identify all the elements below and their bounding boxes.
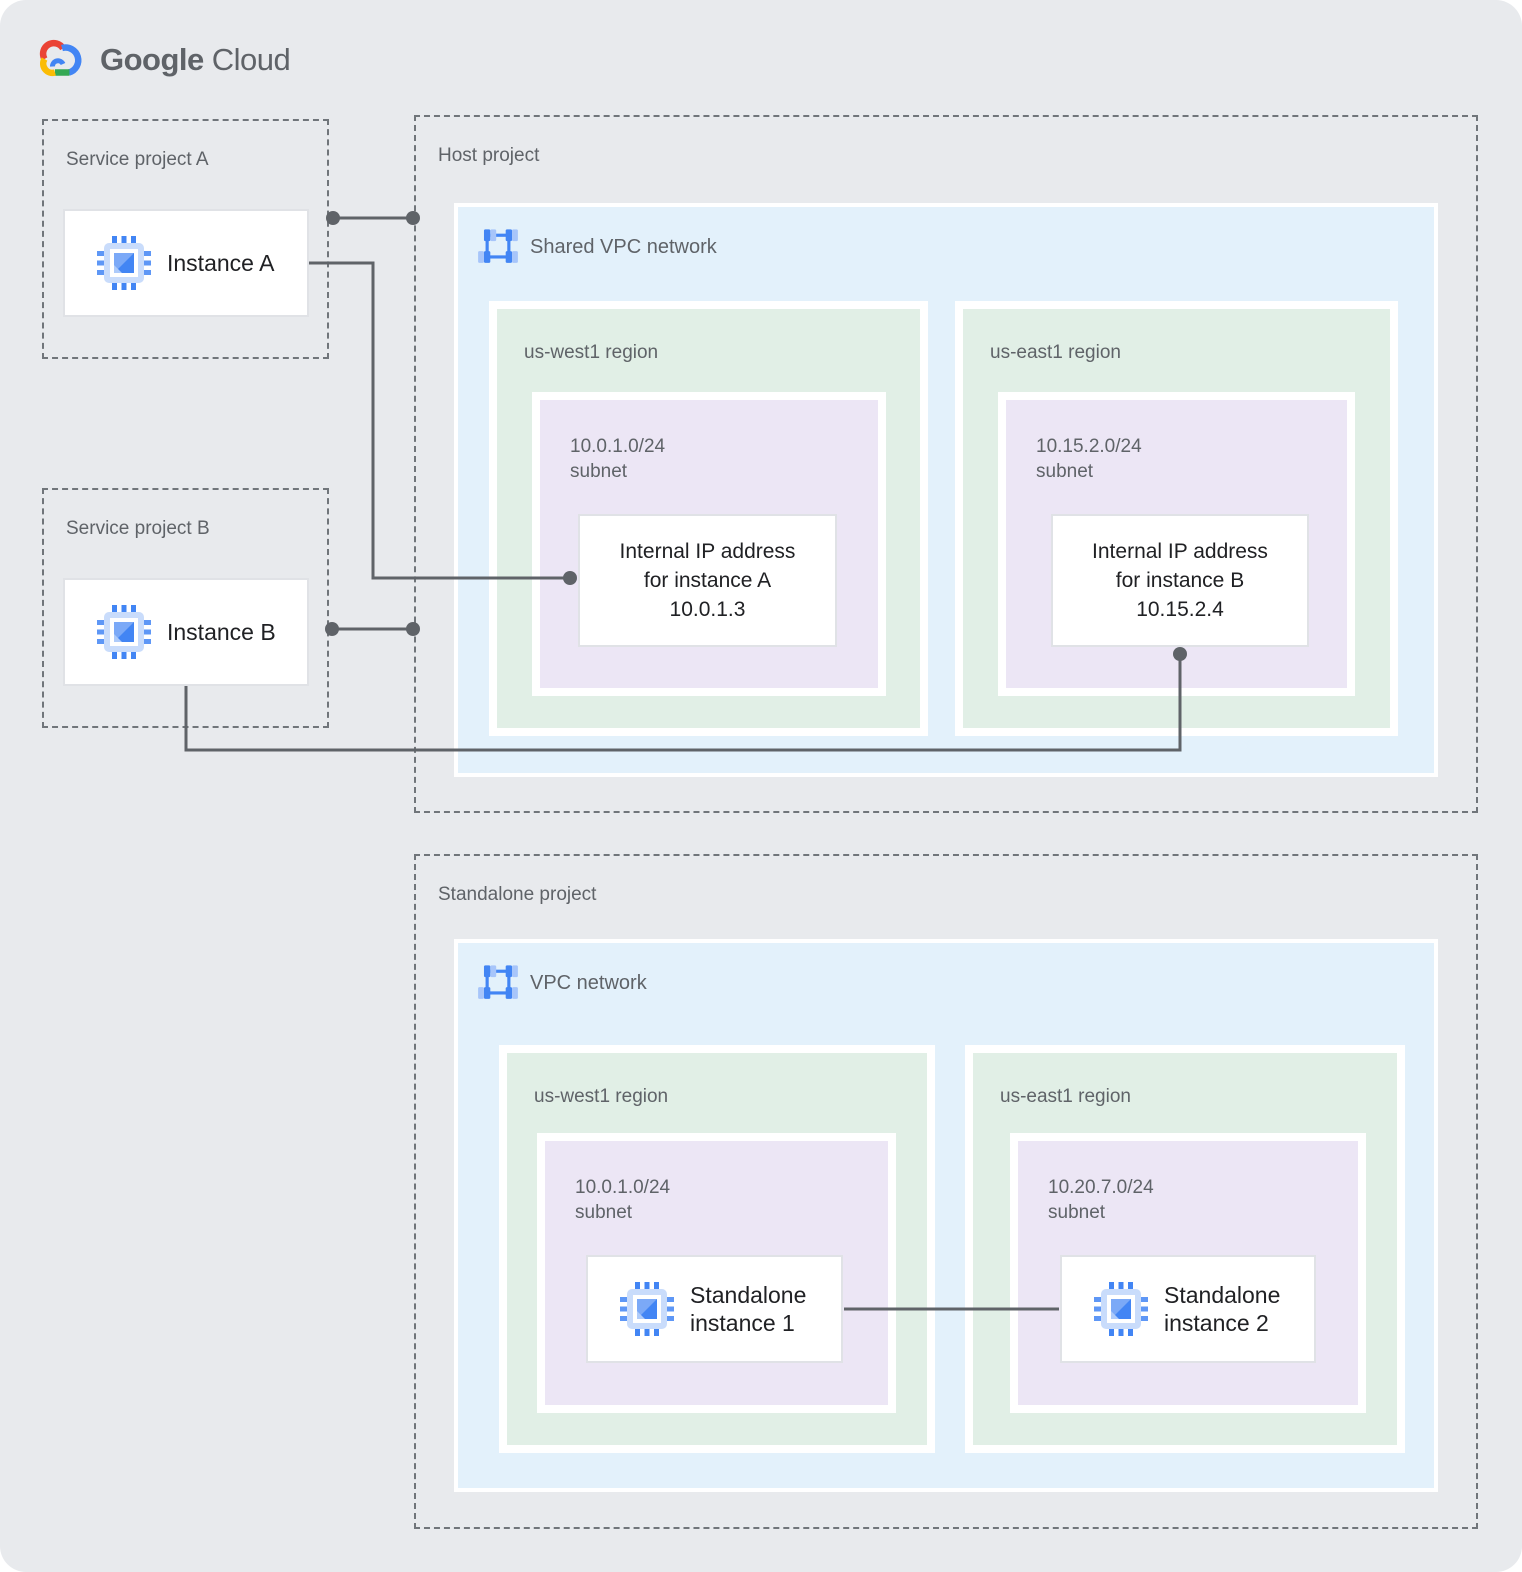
subnet-word: subnet xyxy=(570,461,628,482)
compute-engine-icon xyxy=(97,605,151,659)
subnet-word: subnet xyxy=(575,1202,633,1223)
instance-b-label: Instance B xyxy=(167,619,276,645)
ip-line-2: for instance A xyxy=(643,569,772,592)
vpc-network-icon xyxy=(478,965,518,999)
host-region-us-west1-label: us-west1 region xyxy=(524,342,659,363)
standalone-project-label: Standalone project xyxy=(438,884,597,905)
brand-cloud-text: Cloud xyxy=(211,42,291,77)
label-line-2: instance 1 xyxy=(690,1310,795,1336)
subnet-cidr: 10.0.1.0/24 xyxy=(570,436,666,457)
standalone-subnet-us-west1-label: 10.0.1.0/24 subnet xyxy=(575,1175,670,1225)
instance-b-card: Instance B xyxy=(63,578,309,686)
subnet-word: subnet xyxy=(1036,461,1094,482)
vpc-network-label: VPC network xyxy=(530,971,647,994)
host-region-us-east1-label: us-east1 region xyxy=(990,342,1121,363)
host-subnet-us-west1-label: 10.0.1.0/24 subnet xyxy=(570,434,665,484)
label-line-2: instance 2 xyxy=(1164,1310,1269,1336)
google-cloud-brand: Google Cloud xyxy=(36,38,291,82)
shared-vpc-network-header: Shared VPC network xyxy=(478,228,717,266)
subnet-word: subnet xyxy=(1048,1202,1106,1223)
google-cloud-logo-icon xyxy=(39,39,82,77)
vpc-network-icon xyxy=(478,229,518,263)
ip-line-3: 10.15.2.4 xyxy=(1136,598,1224,621)
label-line-1: Standalone xyxy=(690,1282,807,1308)
subnet-cidr: 10.0.1.0/24 xyxy=(575,1177,671,1198)
compute-engine-icon xyxy=(620,1282,674,1336)
instance-a-card: Instance A xyxy=(63,209,309,317)
standalone-subnet-us-east1-label: 10.20.7.0/24 subnet xyxy=(1048,1175,1154,1225)
instance-a-label: Instance A xyxy=(167,250,275,276)
host-subnet-us-east1-label: 10.15.2.0/24 subnet xyxy=(1036,434,1142,484)
service-project-b-label: Service project B xyxy=(66,518,210,539)
shared-vpc-network-label: Shared VPC network xyxy=(530,235,717,258)
brand-google-text: Google xyxy=(100,42,204,77)
compute-engine-icon xyxy=(97,236,151,290)
service-project-a-label: Service project A xyxy=(66,149,209,170)
compute-engine-icon xyxy=(1094,1282,1148,1336)
ip-line-3: 10.0.1.3 xyxy=(669,598,746,621)
subnet-cidr: 10.15.2.0/24 xyxy=(1036,436,1142,457)
service-project-a-box: Service project A xyxy=(42,119,329,359)
internal-ip-instance-a-card: Internal IP address for instance A 10.0.… xyxy=(578,514,837,647)
vpc-network-header: VPC network xyxy=(478,964,647,1002)
standalone-region-us-west1-label: us-west1 region xyxy=(534,1086,669,1107)
ip-line-2: for instance B xyxy=(1115,569,1245,592)
label-line-1: Standalone xyxy=(1164,1282,1281,1308)
standalone-project-box: Standalone project xyxy=(414,854,1478,1529)
internal-ip-instance-b-card: Internal IP address for instance B 10.15… xyxy=(1051,514,1309,647)
subnet-cidr: 10.20.7.0/24 xyxy=(1048,1177,1154,1198)
ip-line-1: Internal IP address xyxy=(1092,540,1268,563)
standalone-region-us-east1-label: us-east1 region xyxy=(1000,1086,1131,1107)
host-project-label: Host project xyxy=(438,145,540,166)
ip-line-1: Internal IP address xyxy=(619,540,796,563)
